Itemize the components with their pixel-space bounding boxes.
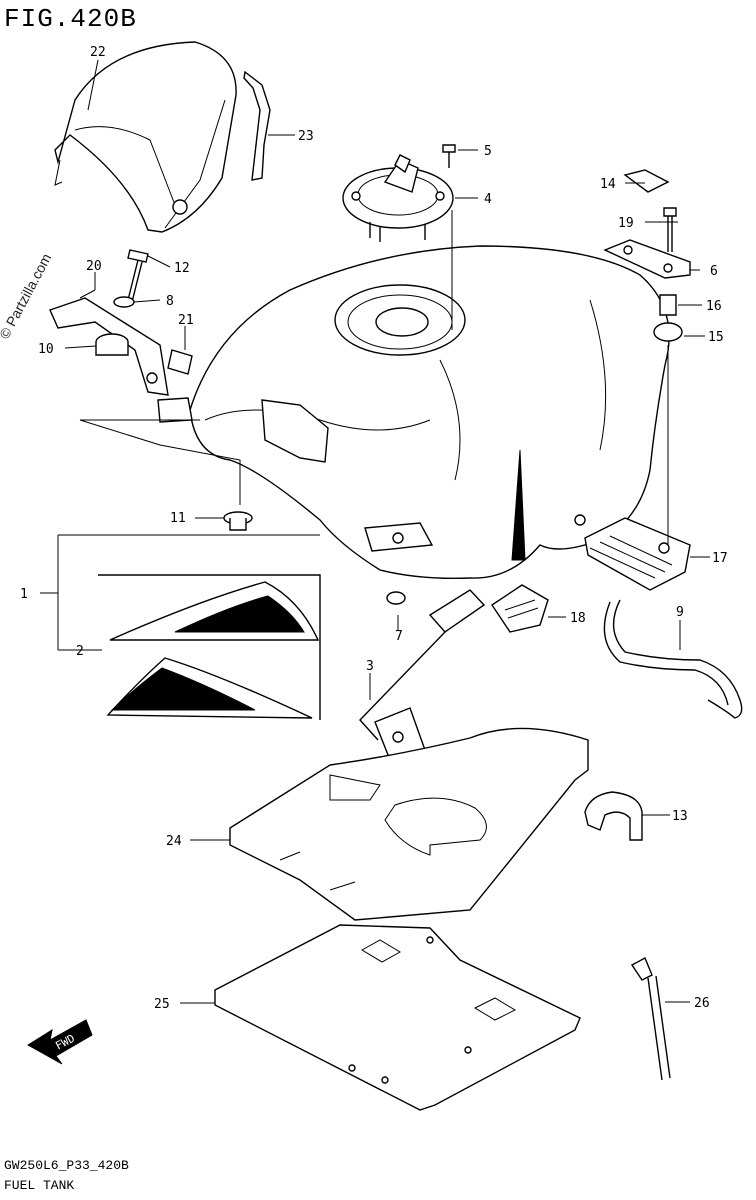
part-bolt-12[interactable] — [127, 249, 149, 303]
callout-25[interactable]: 25 — [154, 997, 170, 1012]
callout-15[interactable]: 15 — [708, 330, 724, 345]
part-fuel-cap[interactable] — [342, 154, 454, 242]
callout-24[interactable]: 24 — [166, 834, 182, 849]
callout-22[interactable]: 22 — [90, 45, 106, 60]
part-decal-2[interactable] — [106, 581, 320, 719]
part-cushion-15[interactable] — [653, 322, 683, 342]
part-bracket-6[interactable] — [603, 239, 691, 279]
part-gasket-7[interactable] — [386, 591, 406, 605]
part-tank-cover[interactable] — [54, 41, 237, 233]
part-rubber-strip[interactable] — [243, 70, 271, 181]
callout-10[interactable]: 10 — [38, 342, 54, 357]
callout-26[interactable]: 26 — [694, 996, 710, 1011]
callout-9[interactable]: 9 — [676, 605, 684, 620]
decal-group — [40, 534, 321, 720]
part-cable-tie-26[interactable] — [630, 957, 671, 1081]
part-fuel-tank[interactable] — [157, 245, 670, 580]
part-spacer-16[interactable] — [659, 294, 677, 316]
callout-1[interactable]: 1 — [20, 587, 28, 602]
part-plate-24[interactable] — [229, 727, 589, 921]
callout-6[interactable]: 6 — [710, 264, 718, 279]
part-grommet-11[interactable] — [223, 511, 253, 531]
figure-name: FUEL TANK — [4, 1178, 75, 1193]
callout-14[interactable]: 14 — [600, 177, 616, 192]
callout-21[interactable]: 21 — [178, 313, 194, 328]
callout-11[interactable]: 11 — [170, 511, 186, 526]
part-collar-8[interactable] — [113, 296, 135, 308]
callout-20[interactable]: 20 — [86, 259, 102, 274]
callout-23[interactable]: 23 — [298, 129, 314, 144]
part-clip-21[interactable] — [167, 349, 193, 375]
figure-title: FIG.420B — [4, 4, 137, 34]
callout-4[interactable]: 4 — [484, 192, 492, 207]
figure-code: GW250L6_P33_420B — [4, 1158, 129, 1173]
callout-13[interactable]: 13 — [672, 809, 688, 824]
part-bracket-20[interactable] — [49, 297, 169, 396]
part-cushion-17[interactable] — [584, 517, 691, 591]
callout-7[interactable]: 7 — [395, 629, 403, 644]
part-damper-10[interactable] — [95, 333, 129, 356]
part-hose-9[interactable] — [603, 599, 743, 719]
callout-labels: 1 2 3 4 5 6 7 8 9 10 11 12 13 14 15 16 1… — [20, 45, 728, 1012]
callout-2[interactable]: 2 — [76, 644, 84, 659]
part-plate-25[interactable] — [214, 924, 581, 1111]
part-cap-14[interactable] — [623, 169, 670, 193]
part-clamp-13[interactable] — [584, 791, 643, 841]
callout-leaders — [64, 59, 710, 1004]
callout-18[interactable]: 18 — [570, 611, 586, 626]
part-emblem-18[interactable] — [491, 584, 549, 633]
callout-16[interactable]: 16 — [706, 299, 722, 314]
callout-17[interactable]: 17 — [712, 551, 728, 566]
fwd-arrow-icon: FWD — [27, 1019, 93, 1065]
callout-3[interactable]: 3 — [366, 659, 374, 674]
callout-5[interactable]: 5 — [484, 144, 492, 159]
callout-19[interactable]: 19 — [618, 216, 634, 231]
part-screw-5[interactable] — [442, 144, 456, 168]
callout-8[interactable]: 8 — [166, 294, 174, 309]
part-bolt-19[interactable] — [663, 207, 677, 252]
callout-12[interactable]: 12 — [174, 261, 190, 276]
